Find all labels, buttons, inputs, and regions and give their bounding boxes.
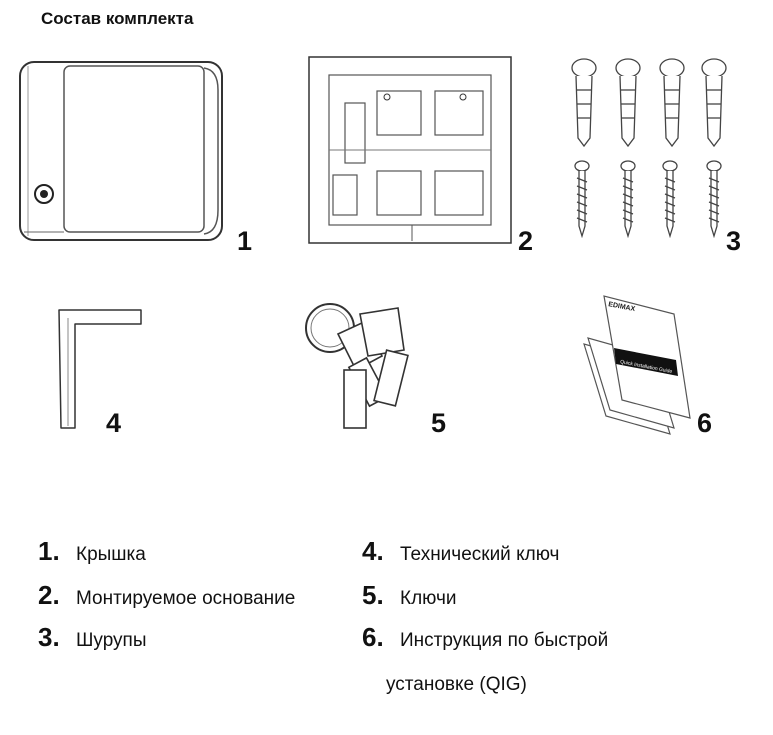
figure-number-5: 5 bbox=[431, 408, 447, 438]
mounting-base-icon bbox=[307, 55, 513, 245]
figure-number-4: 4 bbox=[106, 408, 122, 438]
legend-number: 4. bbox=[362, 536, 384, 566]
legend-item-3: 3. Шурупы bbox=[38, 622, 147, 653]
legend-number: 2. bbox=[38, 580, 60, 610]
legend-item-4: 4. Технический ключ bbox=[362, 536, 559, 567]
figure-number-1: 1 bbox=[237, 226, 253, 256]
legend-text: Инструкция по быстрой bbox=[400, 630, 609, 651]
screws-icon bbox=[568, 58, 738, 238]
legend-item-6: 6. Инструкция по быстрой bbox=[362, 622, 608, 653]
legend-number: 6. bbox=[362, 622, 384, 652]
figure-number-3: 3 bbox=[726, 226, 742, 256]
legend-item-6-continuation: установке (QIG) bbox=[386, 674, 527, 695]
legend-item-5: 5. Ключи bbox=[362, 580, 457, 611]
legend-text: Ключи bbox=[400, 588, 457, 609]
legend-number: 1. bbox=[38, 536, 60, 566]
figure-number-2: 2 bbox=[518, 226, 534, 256]
legend-item-1: 1. Крышка bbox=[38, 536, 146, 567]
legend-number: 5. bbox=[362, 580, 384, 610]
legend-text: Монтируемое основание bbox=[76, 588, 296, 609]
page-title: Состав комплекта bbox=[41, 9, 194, 28]
keys-icon bbox=[300, 294, 420, 430]
hex-key-icon bbox=[55, 306, 145, 430]
figure-number-6: 6 bbox=[697, 408, 713, 438]
legend-number: 3. bbox=[38, 622, 60, 652]
cover-icon bbox=[18, 60, 226, 244]
legend-text: Шурупы bbox=[76, 630, 147, 651]
legend-text: Крышка bbox=[76, 544, 146, 565]
legend-item-2: 2. Монтируемое основание bbox=[38, 580, 295, 611]
legend-text: Технический ключ bbox=[400, 544, 560, 565]
qig-booklet-icon: Quick Installation Guide EDIMAX bbox=[578, 292, 698, 436]
